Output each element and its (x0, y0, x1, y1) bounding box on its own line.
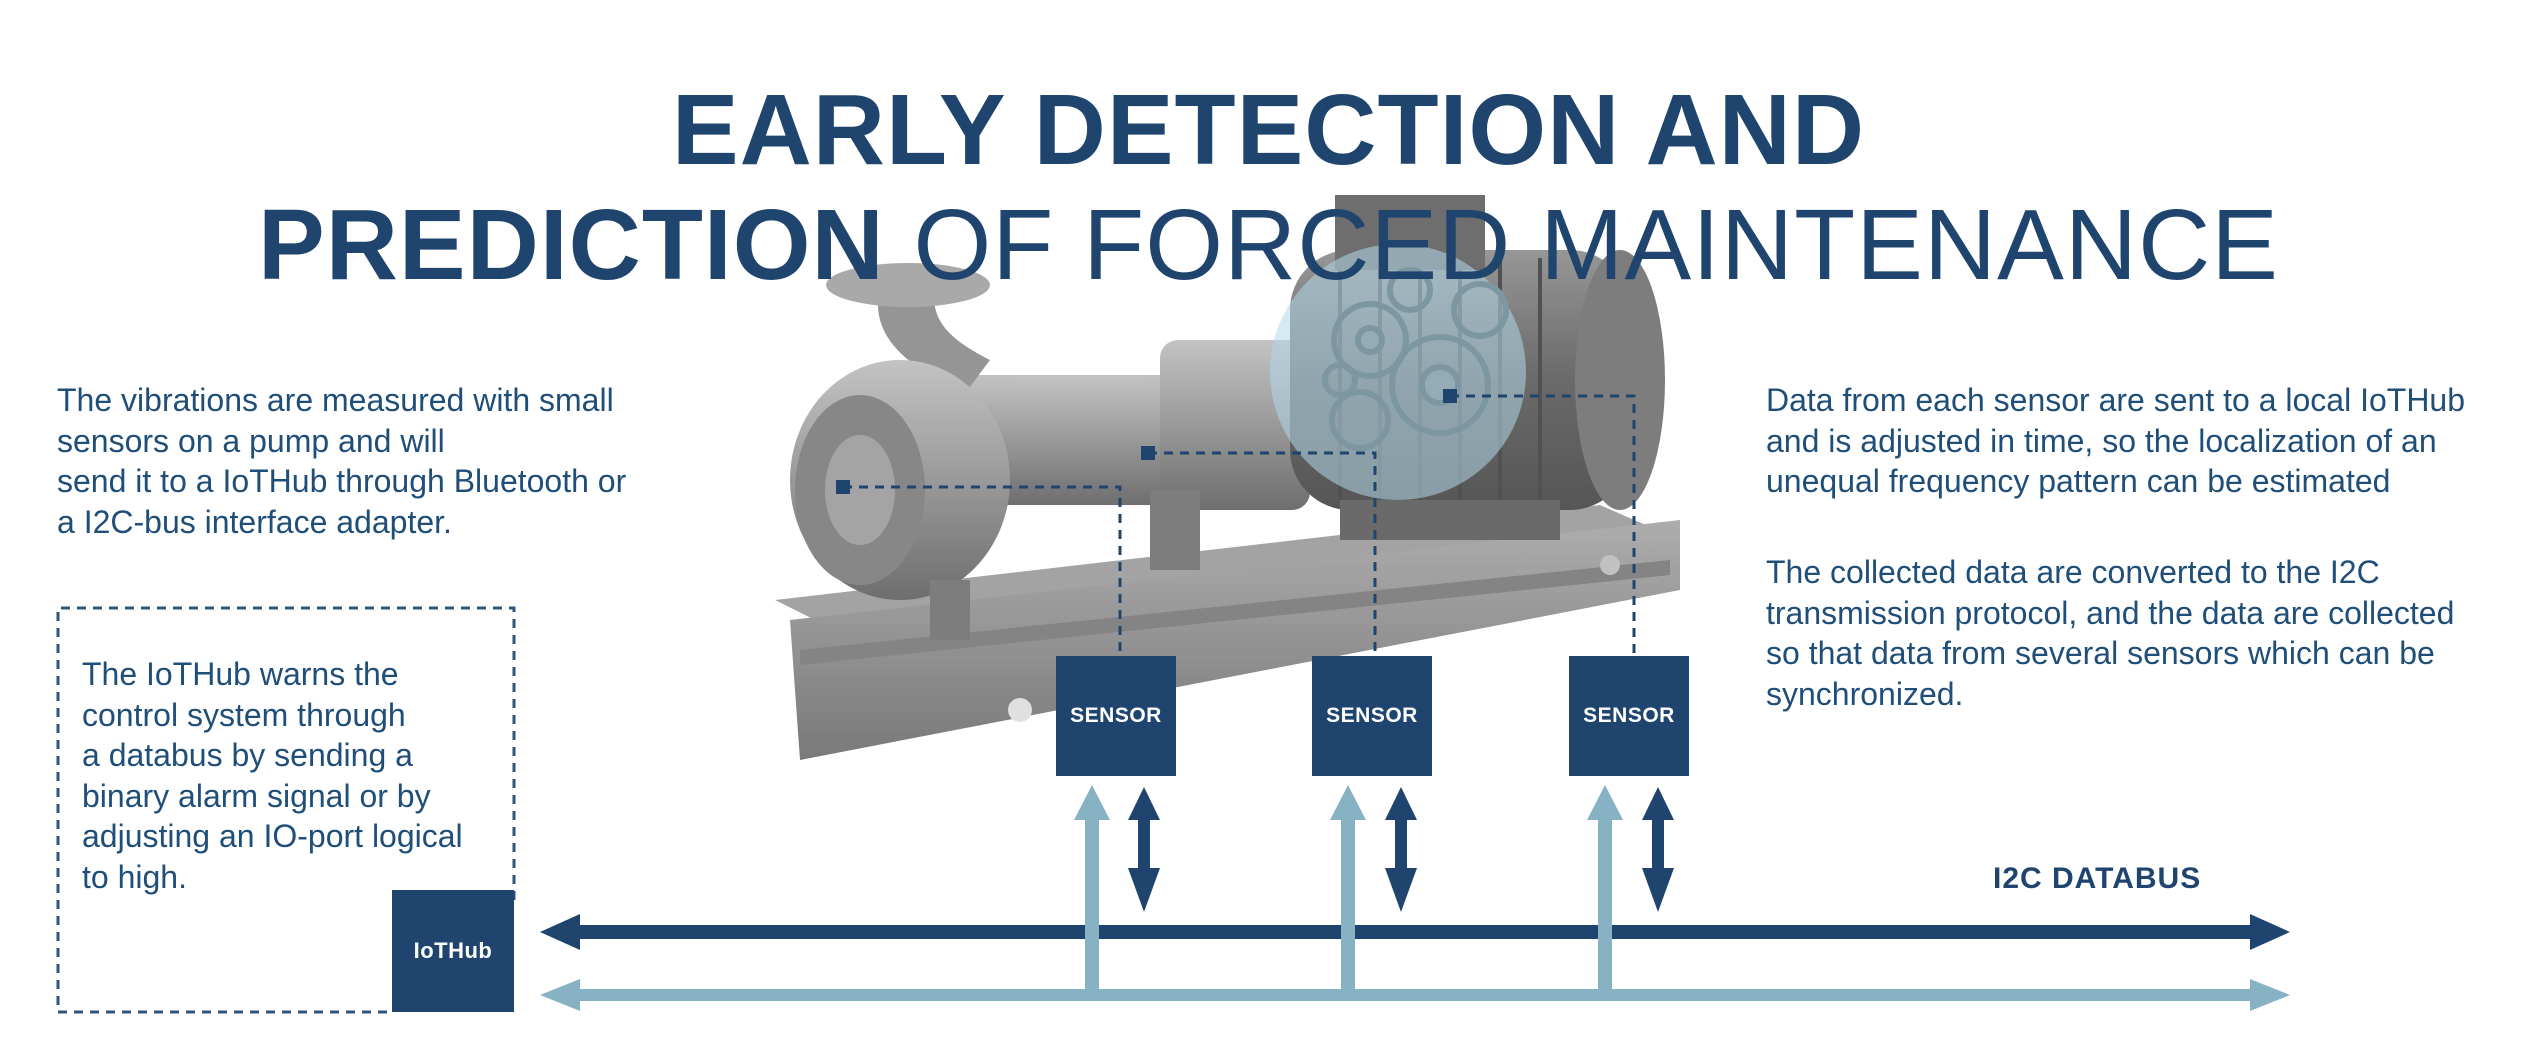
iothub-description: The IoTHub warns the control system thro… (82, 654, 463, 897)
left-line: a I2C-bus interface adapter. (57, 503, 452, 540)
double-arrow-icon (1128, 787, 1674, 912)
left-line: sensors on a pump and will (57, 422, 445, 459)
pump-base-bolt (1600, 555, 1620, 575)
pump-inlet-pipe (878, 290, 990, 400)
iothub-line: to high. (82, 858, 187, 895)
title-light-2: OF FORCED MAINTENANCE (884, 189, 2279, 301)
pump-foot-1 (930, 580, 970, 640)
pump-base-hole (1008, 698, 1032, 722)
sensor-box-2: SENSOR (1312, 656, 1432, 776)
pump-suction-eye (825, 435, 895, 545)
sensor-box-1: SENSOR (1056, 656, 1176, 776)
pump-illustration (775, 195, 1680, 760)
right-line: Data from each sensor are sent to a loca… (1766, 382, 2466, 418)
title-bold-1: EARLY DETECTION AND (671, 74, 1866, 186)
left-line: The vibrations are measured with small (57, 382, 614, 418)
right-line: transmission protocol, and the data are … (1766, 594, 2455, 631)
measurement-point-2 (1141, 446, 1155, 460)
motor-end-cap (1575, 250, 1665, 510)
iothub-line: binary alarm signal or by (82, 777, 431, 814)
right-description-2: The collected data are converted to the … (1766, 552, 2454, 714)
light-bus-arrow (540, 979, 2290, 1011)
sensor-box-3: SENSOR (1569, 656, 1689, 776)
right-line: so that data from several sensors which … (1766, 635, 2435, 671)
measurement-point-3 (1443, 389, 1457, 403)
gears-icon (1322, 267, 1509, 451)
pump-shaft-housing (960, 375, 1200, 505)
iothub-box: IoTHub (392, 890, 514, 1012)
i2c-databus-arrow (540, 914, 2290, 950)
pump-base-front (790, 520, 1680, 760)
iothub-line: a databus by sending a (82, 737, 413, 773)
iothub-line: adjusting an IO-port logical (82, 818, 463, 854)
databus-label: I2C DATABUS (1993, 862, 2202, 895)
left-description: The vibrations are measured with small s… (57, 380, 626, 542)
left-line: send it to a IoTHub through Bluetooth or (57, 463, 627, 499)
iothub-text-frame (56, 606, 516, 1014)
pump-base-rail (800, 560, 1670, 665)
page-title-line-1: EARLY DETECTION AND (0, 75, 2537, 185)
right-line: The collected data are converted to the … (1766, 554, 2380, 590)
sensor-uplinks (1074, 785, 1623, 993)
sensor-leaders (843, 394, 1636, 656)
measurement-point-1 (836, 480, 850, 494)
pump-coupling (1160, 340, 1310, 510)
pump-foot-2 (1150, 490, 1200, 570)
motor-foot (1340, 500, 1560, 540)
right-line: unequal frequency pattern can be estimat… (1766, 463, 2391, 499)
right-line: and is adjusted in time, so the localiza… (1766, 422, 2437, 459)
iothub-line: control system through (82, 696, 406, 733)
iothub-line: The IoTHub warns the (82, 656, 399, 692)
right-line: synchronized. (1766, 675, 1964, 712)
pump-inlet-flange (826, 263, 990, 307)
right-description-1: Data from each sensor are sent to a loca… (1766, 380, 2465, 502)
page-title-line-2: PREDICTION OF FORCED MAINTENANCE (0, 190, 2537, 300)
title-bold-2: PREDICTION (258, 189, 885, 301)
motor-terminal-box (1335, 195, 1485, 270)
